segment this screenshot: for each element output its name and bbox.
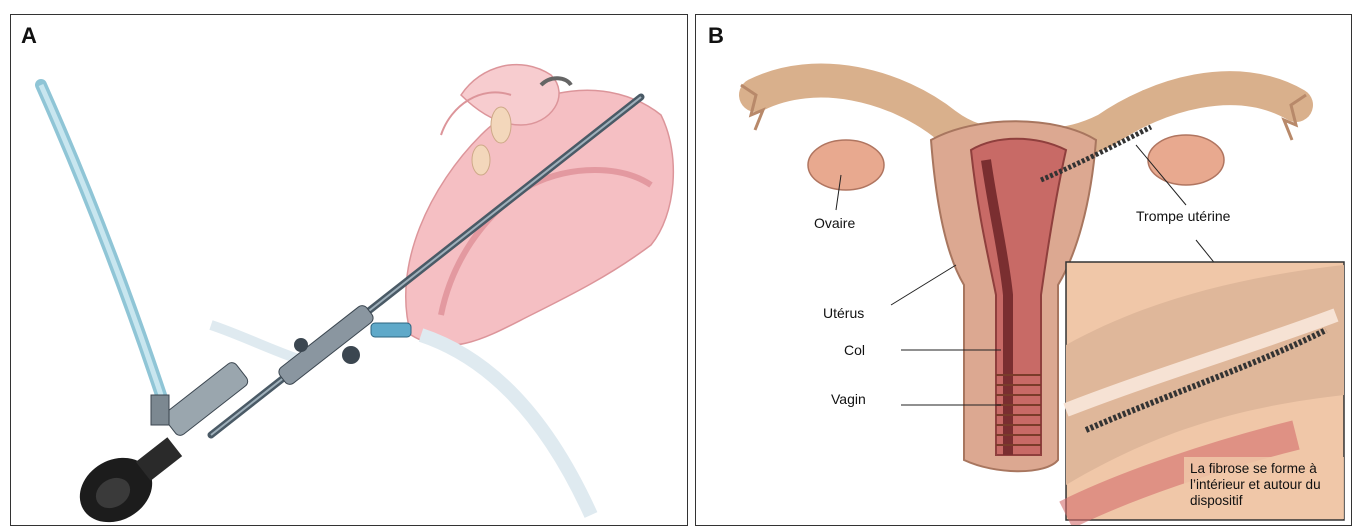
label-vagina: Vagin — [831, 391, 866, 407]
label-ovary: Ovaire — [814, 215, 855, 231]
scope-handle — [151, 360, 250, 437]
panel-a-hysteroscope: A — [10, 14, 688, 526]
scope-valves — [277, 303, 411, 386]
eyepiece — [68, 437, 182, 526]
right-ovary — [1148, 135, 1224, 185]
label-uterus: Utérus — [823, 305, 864, 321]
inset-caption-line1: La fibrose se forme à — [1190, 461, 1321, 477]
inset-caption-line3: dispositif — [1190, 493, 1321, 509]
label-fallopian-tube: Trompe utérine — [1136, 208, 1230, 224]
uterus-illustration — [696, 15, 1352, 526]
inset-caption: La fibrose se forme à l’intérieur et aut… — [1190, 461, 1321, 509]
panel-b-uterus-diagram: B — [695, 14, 1352, 526]
hysteroscope-illustration — [11, 15, 688, 526]
left-ovary — [808, 140, 884, 190]
inset-caption-line2: l’intérieur et autour du — [1190, 477, 1321, 493]
outflow-tubing — [421, 335, 591, 515]
label-cervix: Col — [844, 342, 865, 358]
